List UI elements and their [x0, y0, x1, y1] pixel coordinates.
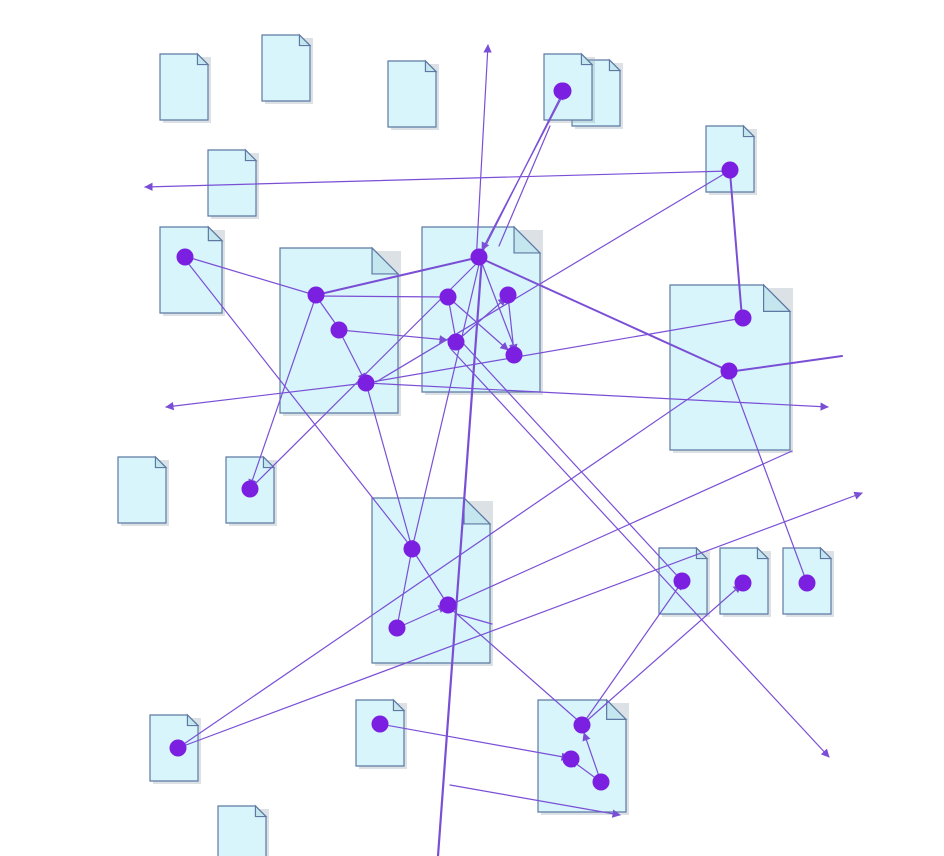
document-icon: [355, 698, 407, 769]
link-arrow: [183, 254, 319, 297]
link-node: [439, 288, 457, 306]
link-node: [721, 161, 739, 179]
edges-layer: [144, 44, 863, 856]
link-node: [505, 346, 523, 364]
link-node: [734, 309, 752, 327]
link-arrow: [315, 295, 449, 298]
link-arrow: [177, 370, 730, 749]
link-arrow: [447, 296, 509, 351]
link-node: [176, 248, 194, 266]
link-arrow: [183, 257, 413, 549]
document-icon: [705, 124, 757, 195]
link-arrow: [498, 125, 551, 247]
link-node: [562, 750, 580, 768]
link-node: [470, 248, 488, 266]
link-arrow: [479, 257, 518, 353]
link-node: [371, 715, 389, 733]
link-arrow: [411, 548, 449, 606]
link-node: [573, 716, 591, 734]
link-node: [241, 480, 259, 498]
document-icon: [207, 148, 259, 219]
link-arrow: [728, 371, 809, 584]
link-arrow: [365, 382, 415, 549]
link-node: [447, 333, 465, 351]
link-node: [307, 286, 325, 304]
link-arrow: [449, 607, 583, 725]
link-node: [798, 574, 816, 592]
document-icon: [159, 225, 225, 316]
link-arrow: [379, 723, 570, 761]
link-node: [592, 773, 610, 791]
link-arrow: [449, 784, 621, 818]
link-arrow: [165, 382, 367, 411]
link-arrow: [315, 256, 481, 296]
link-node: [499, 286, 517, 304]
link-arrow: [177, 491, 863, 749]
link-node: [439, 596, 457, 614]
link-arrow: [436, 255, 484, 856]
link-arrow: [396, 605, 447, 629]
link-arrow: [365, 317, 744, 384]
document-icon: [371, 496, 493, 666]
link-arrow: [581, 581, 683, 726]
link-node: [553, 82, 571, 100]
link-node: [330, 321, 348, 339]
link-arrow: [144, 170, 730, 191]
document-icon: [117, 455, 169, 526]
link-arrow: [727, 355, 843, 373]
link-arrow: [396, 548, 413, 628]
document-icon: [387, 59, 439, 130]
link-arrow: [479, 257, 730, 372]
documents-layer: [117, 33, 834, 856]
link-arrow: [449, 450, 793, 606]
link-node: [403, 540, 421, 558]
link-arrow: [248, 295, 317, 488]
link-arrow: [481, 92, 565, 251]
link-arrow: [459, 339, 683, 582]
link-arrow: [339, 331, 366, 382]
document-icon: [217, 804, 269, 856]
link-arrow: [582, 732, 602, 783]
link-node: [169, 739, 187, 757]
link-arrow: [581, 584, 742, 726]
link-node: [357, 374, 375, 392]
link-arrow: [456, 613, 493, 625]
nodes-layer: [169, 82, 816, 791]
link-node: [388, 619, 406, 637]
link-arrow: [375, 170, 730, 383]
link-arrow: [411, 259, 481, 550]
link-arrow: [339, 329, 448, 344]
link-arrow: [449, 347, 830, 758]
link-node: [673, 572, 691, 590]
link-arrow: [475, 44, 492, 264]
link-arrow: [729, 171, 743, 319]
document-icon: [261, 33, 313, 104]
link-node: [720, 362, 738, 380]
link-arrow: [365, 382, 829, 411]
link-node: [734, 574, 752, 592]
document-icon: [159, 52, 211, 123]
